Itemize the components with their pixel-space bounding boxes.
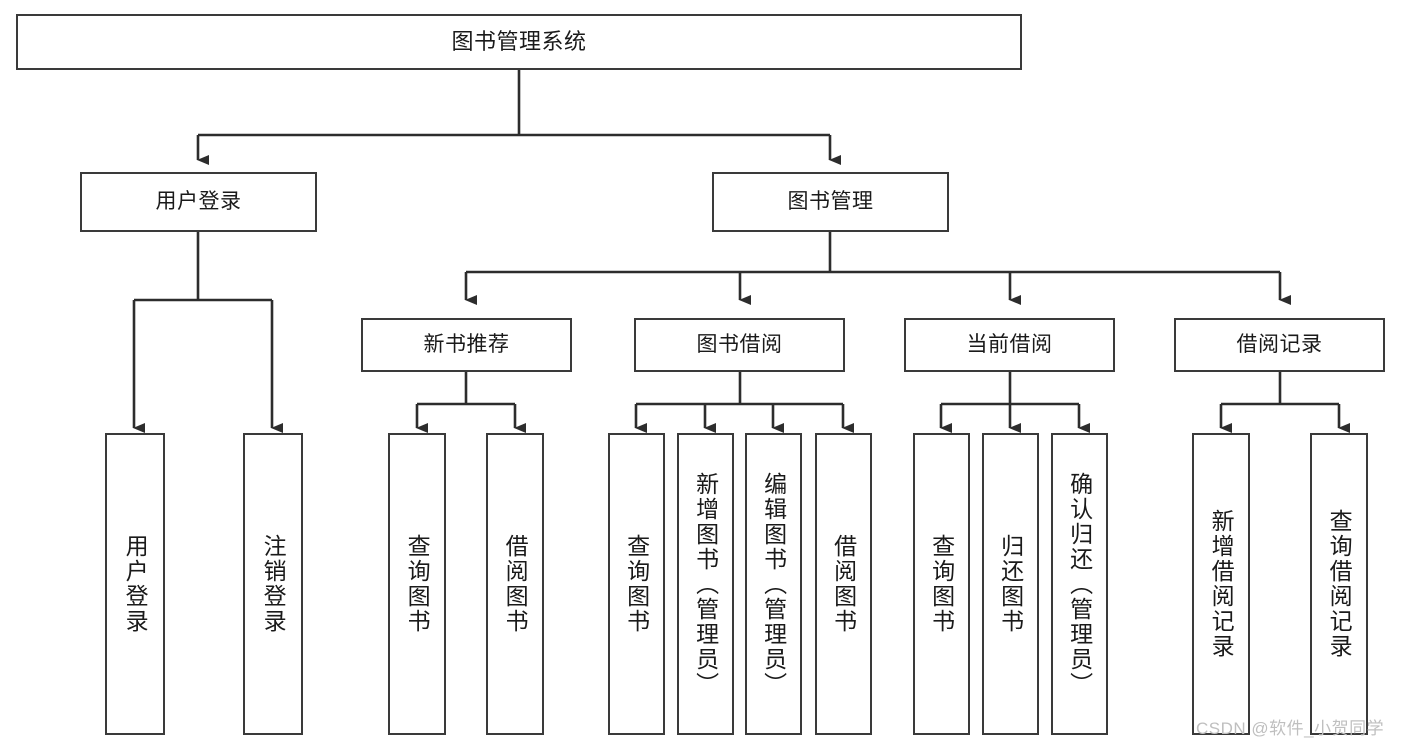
node-borrow-record[interactable]: 借阅记录 xyxy=(1174,318,1385,372)
node-label: 新增图书（管理员） xyxy=(692,471,719,697)
leaf-record-add[interactable]: 新增借阅记录 xyxy=(1192,433,1250,735)
node-label: 借阅图书 xyxy=(502,534,529,634)
leaf-user-login-signout[interactable]: 注销登录 xyxy=(243,433,303,735)
leaf-current-confirm-return-admin[interactable]: 确认归还（管理员） xyxy=(1051,433,1108,735)
node-label: 查询借阅记录 xyxy=(1326,509,1353,659)
node-label: 编辑图书（管理员） xyxy=(760,471,787,697)
csdn-watermark: CSDN @软件_小贺同学 xyxy=(1196,719,1385,738)
node-label: 用户登录 xyxy=(122,534,149,634)
node-label: 查询图书 xyxy=(928,534,955,634)
node-label: 图书管理 xyxy=(787,189,874,213)
leaf-record-query[interactable]: 查询借阅记录 xyxy=(1310,433,1368,735)
leaf-user-login-signin[interactable]: 用户登录 xyxy=(105,433,165,735)
node-label: 新书推荐 xyxy=(423,332,510,356)
leaf-borrow-query-book[interactable]: 查询图书 xyxy=(608,433,665,735)
node-label: 确认归还（管理员） xyxy=(1066,471,1093,697)
node-book-borrow[interactable]: 图书借阅 xyxy=(634,318,845,372)
node-label: 注销登录 xyxy=(260,534,287,634)
leaf-borrow-borrow-book[interactable]: 借阅图书 xyxy=(815,433,872,735)
leaf-current-query-book[interactable]: 查询图书 xyxy=(913,433,970,735)
leaf-borrow-edit-book-admin[interactable]: 编辑图书（管理员） xyxy=(745,433,802,735)
node-user-login[interactable]: 用户登录 xyxy=(80,172,317,232)
leaf-new-book-query[interactable]: 查询图书 xyxy=(388,433,446,735)
node-label: 归还图书 xyxy=(997,534,1024,634)
node-label: 图书借阅 xyxy=(696,332,783,356)
node-label: 当前借阅 xyxy=(966,332,1053,356)
node-root-book-management-system[interactable]: 图书管理系统 xyxy=(16,14,1022,70)
node-label: 借阅记录 xyxy=(1236,332,1323,356)
leaf-borrow-add-book-admin[interactable]: 新增图书（管理员） xyxy=(677,433,734,735)
node-label: 查询图书 xyxy=(623,534,650,634)
node-label: 用户登录 xyxy=(155,189,242,213)
node-current-borrow[interactable]: 当前借阅 xyxy=(904,318,1115,372)
node-label: 新增借阅记录 xyxy=(1208,509,1235,659)
leaf-new-book-borrow[interactable]: 借阅图书 xyxy=(486,433,544,735)
node-new-book-recommend[interactable]: 新书推荐 xyxy=(361,318,572,372)
leaf-current-return-book[interactable]: 归还图书 xyxy=(982,433,1039,735)
node-label: 图书管理系统 xyxy=(451,29,587,55)
node-book-management[interactable]: 图书管理 xyxy=(712,172,949,232)
node-label: 借阅图书 xyxy=(830,534,857,634)
node-label: 查询图书 xyxy=(404,534,431,634)
